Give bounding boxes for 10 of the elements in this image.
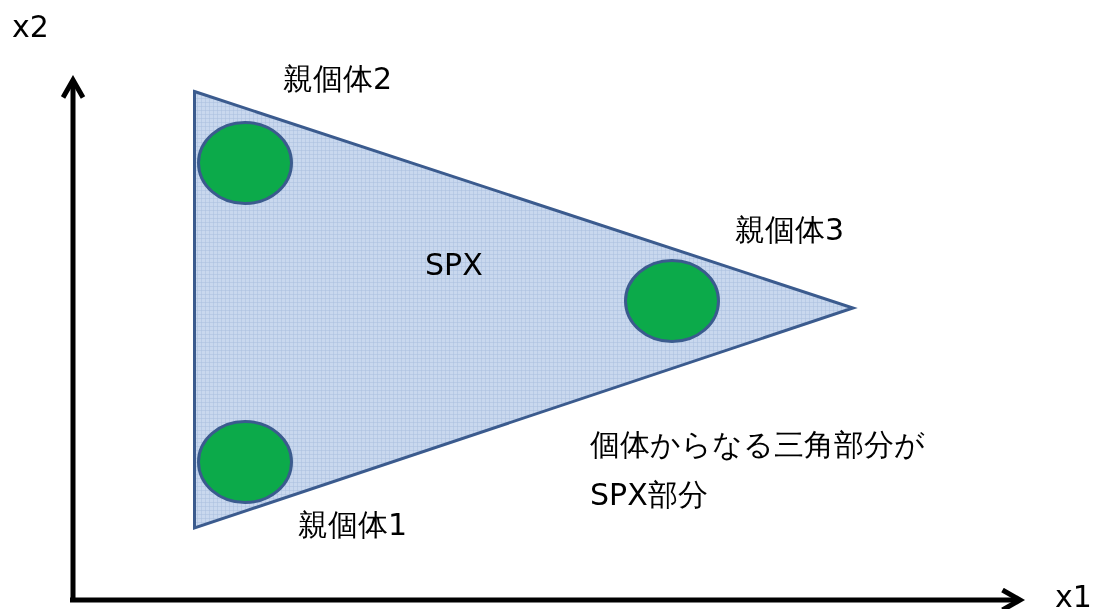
circle-marker	[197, 121, 293, 205]
point-label: 親個体1	[298, 506, 408, 544]
point-label: 親個体3	[735, 211, 845, 249]
axis-label: x2	[12, 8, 49, 46]
circle-marker	[624, 259, 720, 343]
area-label: SPX	[425, 246, 483, 284]
point-label: 親個体2	[283, 60, 393, 98]
axis-label: x1	[1055, 578, 1092, 609]
circle-marker	[197, 420, 293, 504]
note-text: 個体からなる三角部分がSPX部分	[590, 426, 926, 514]
